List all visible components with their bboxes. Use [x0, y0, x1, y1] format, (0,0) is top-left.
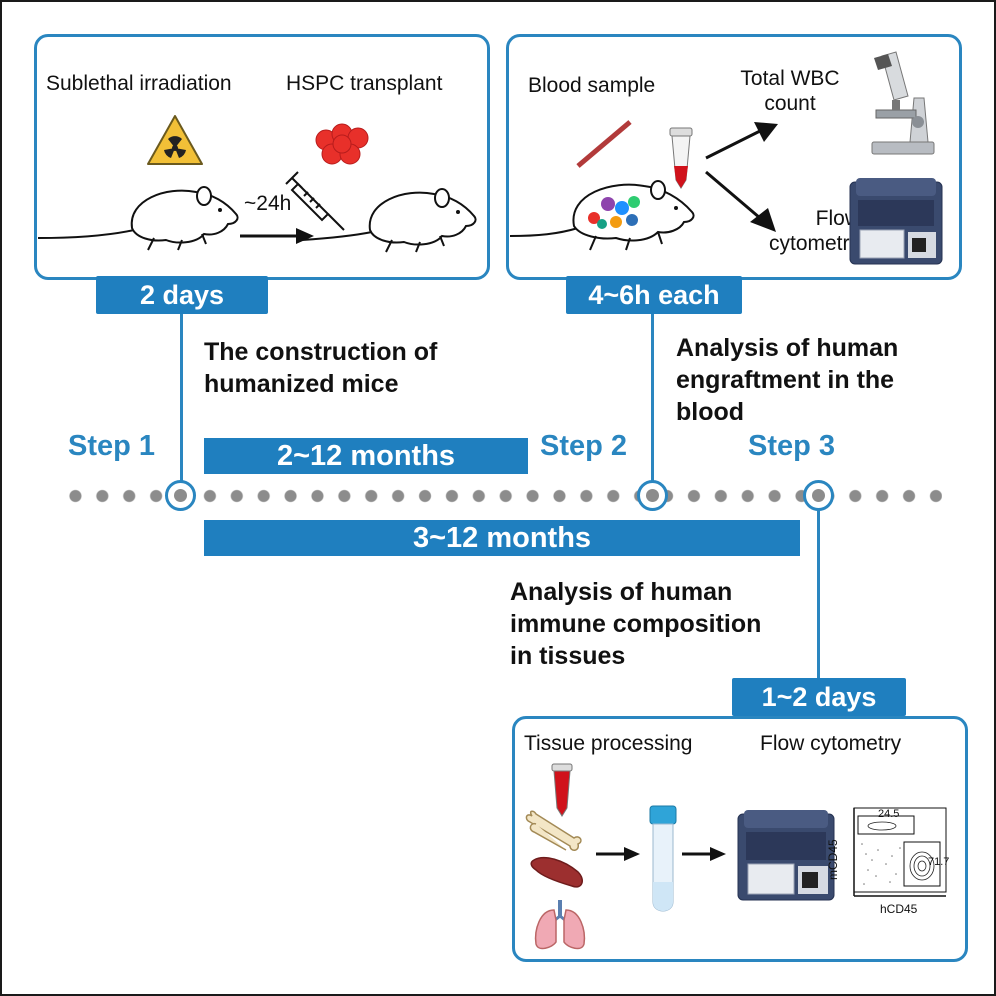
- spleen-icon: [530, 856, 583, 888]
- duration-bar-3-12-months: 3~12 months: [204, 520, 800, 556]
- label-blood-sample: Blood sample: [528, 74, 656, 97]
- blood-tube-icon: [669, 127, 693, 189]
- arrow-to-tube-icon: [596, 847, 640, 861]
- label-tissue-processing: Tissue processing: [524, 732, 693, 755]
- mouse-transplanted-icon: [301, 188, 477, 253]
- flow-cytometer-icon: [849, 178, 943, 265]
- timeline-dots: [62, 488, 942, 504]
- duration-bar-2-12-months: 2~12 months: [204, 438, 528, 474]
- blood-needle-icon: [576, 120, 632, 168]
- connector-step1: [180, 314, 183, 482]
- connector-step3: [817, 510, 820, 680]
- flow-plot: [853, 807, 947, 897]
- arrow-to-cytometer-icon: [682, 847, 726, 861]
- gate-top-value: 24.5: [878, 808, 900, 820]
- label-hspc-transplant: HSPC transplant: [286, 72, 443, 95]
- description-step2: Analysis of human engraftment in the blo…: [676, 334, 899, 426]
- scatter-events: [861, 843, 901, 885]
- radiation-warning-icon: [147, 115, 203, 165]
- connector-step2: [651, 314, 654, 482]
- label-flow-cytometry-tissue: Flow cytometry: [760, 732, 902, 755]
- hspc-cells-icon: [315, 123, 369, 165]
- plot-xlabel: hCD45: [880, 902, 918, 916]
- plot-frame: [853, 807, 947, 897]
- lungs-icon: [534, 900, 586, 950]
- gate-right: [903, 841, 941, 887]
- contour-population: [867, 821, 935, 881]
- sample-tube-icon: [551, 763, 573, 817]
- mouse-irradiated-icon: [37, 186, 239, 251]
- label-interval: ~24h: [244, 192, 292, 215]
- label-sublethal-irradiation: Sublethal irradiation: [46, 72, 232, 95]
- plot-ylabel: mCD45: [826, 839, 840, 880]
- duration-badge-step1: 2 days: [96, 276, 268, 314]
- description-step1: The construction of humanized mice: [204, 338, 438, 398]
- timeline-marker-step2: [637, 480, 668, 511]
- step-label-3: Step 3: [748, 430, 836, 462]
- gate-top: [857, 815, 915, 835]
- centrifuge-tube-icon: [649, 805, 677, 912]
- step-label-2: Step 2: [540, 430, 628, 462]
- arrow-right-icon: [240, 228, 314, 244]
- duration-badge-step2: 4~6h each: [566, 276, 742, 314]
- label-flow-cytometry-blood: Flow cytometry: [768, 207, 860, 255]
- timeline-marker-step3: [803, 480, 834, 511]
- microscope-icon: [871, 51, 935, 155]
- label-total-wbc-count: Total WBC count: [740, 67, 840, 115]
- branch-arrows-icon: [705, 122, 778, 232]
- gate-right-value: 71.7: [928, 856, 950, 868]
- mouse-cells-icon: [509, 180, 695, 251]
- bone-icon: [525, 810, 582, 851]
- syringe-icon: [285, 171, 345, 231]
- step-label-1: Step 1: [68, 430, 156, 462]
- description-step3: Analysis of human immune composition in …: [510, 578, 762, 670]
- timeline-marker-step1: [165, 480, 196, 511]
- duration-badge-step3: 1~2 days: [732, 678, 906, 716]
- flow-cytometer-tissue-icon: [737, 810, 835, 901]
